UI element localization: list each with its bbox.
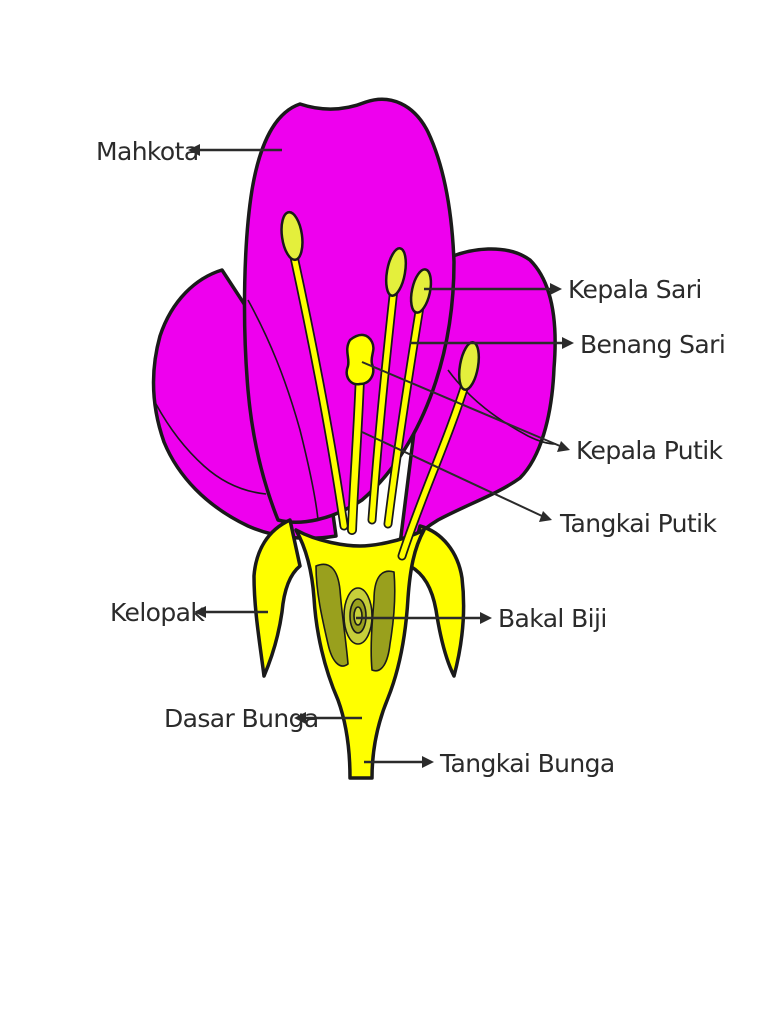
label-mahkota: Mahkota	[96, 137, 199, 166]
anther-1	[280, 210, 304, 262]
labels: Mahkota Kepala Sari Benang Sari Kepala P…	[96, 137, 726, 778]
receptacle	[294, 528, 426, 780]
label-kepala-putik: Kepala Putik	[576, 436, 724, 465]
label-tangkai-putik: Tangkai Putik	[559, 509, 717, 538]
pointers	[188, 144, 574, 768]
ovary-chamber-right	[370, 570, 396, 672]
left-sepal	[252, 518, 302, 678]
ovary	[315, 563, 396, 672]
label-kepala-sari: Kepala Sari	[568, 275, 702, 304]
ovule-core	[353, 606, 363, 626]
petals	[151, 97, 557, 562]
label-kelopak: Kelopak	[110, 598, 205, 627]
stigma	[345, 333, 375, 386]
label-bakal-biji: Bakal Biji	[498, 604, 607, 633]
label-benang-sari: Benang Sari	[580, 330, 725, 359]
sepals-receptacle	[252, 518, 466, 780]
right-sepal	[408, 524, 466, 678]
left-petal-fold	[155, 403, 267, 495]
anther-2	[384, 247, 408, 297]
anther-3	[409, 268, 433, 314]
ovary-chamber-left	[315, 563, 349, 667]
center-petal-edge	[247, 299, 319, 521]
anthers	[280, 210, 481, 391]
label-dasar-bunga: Dasar Bunga	[164, 704, 319, 733]
label-tangkai-bunga: Tangkai Bunga	[439, 749, 615, 778]
